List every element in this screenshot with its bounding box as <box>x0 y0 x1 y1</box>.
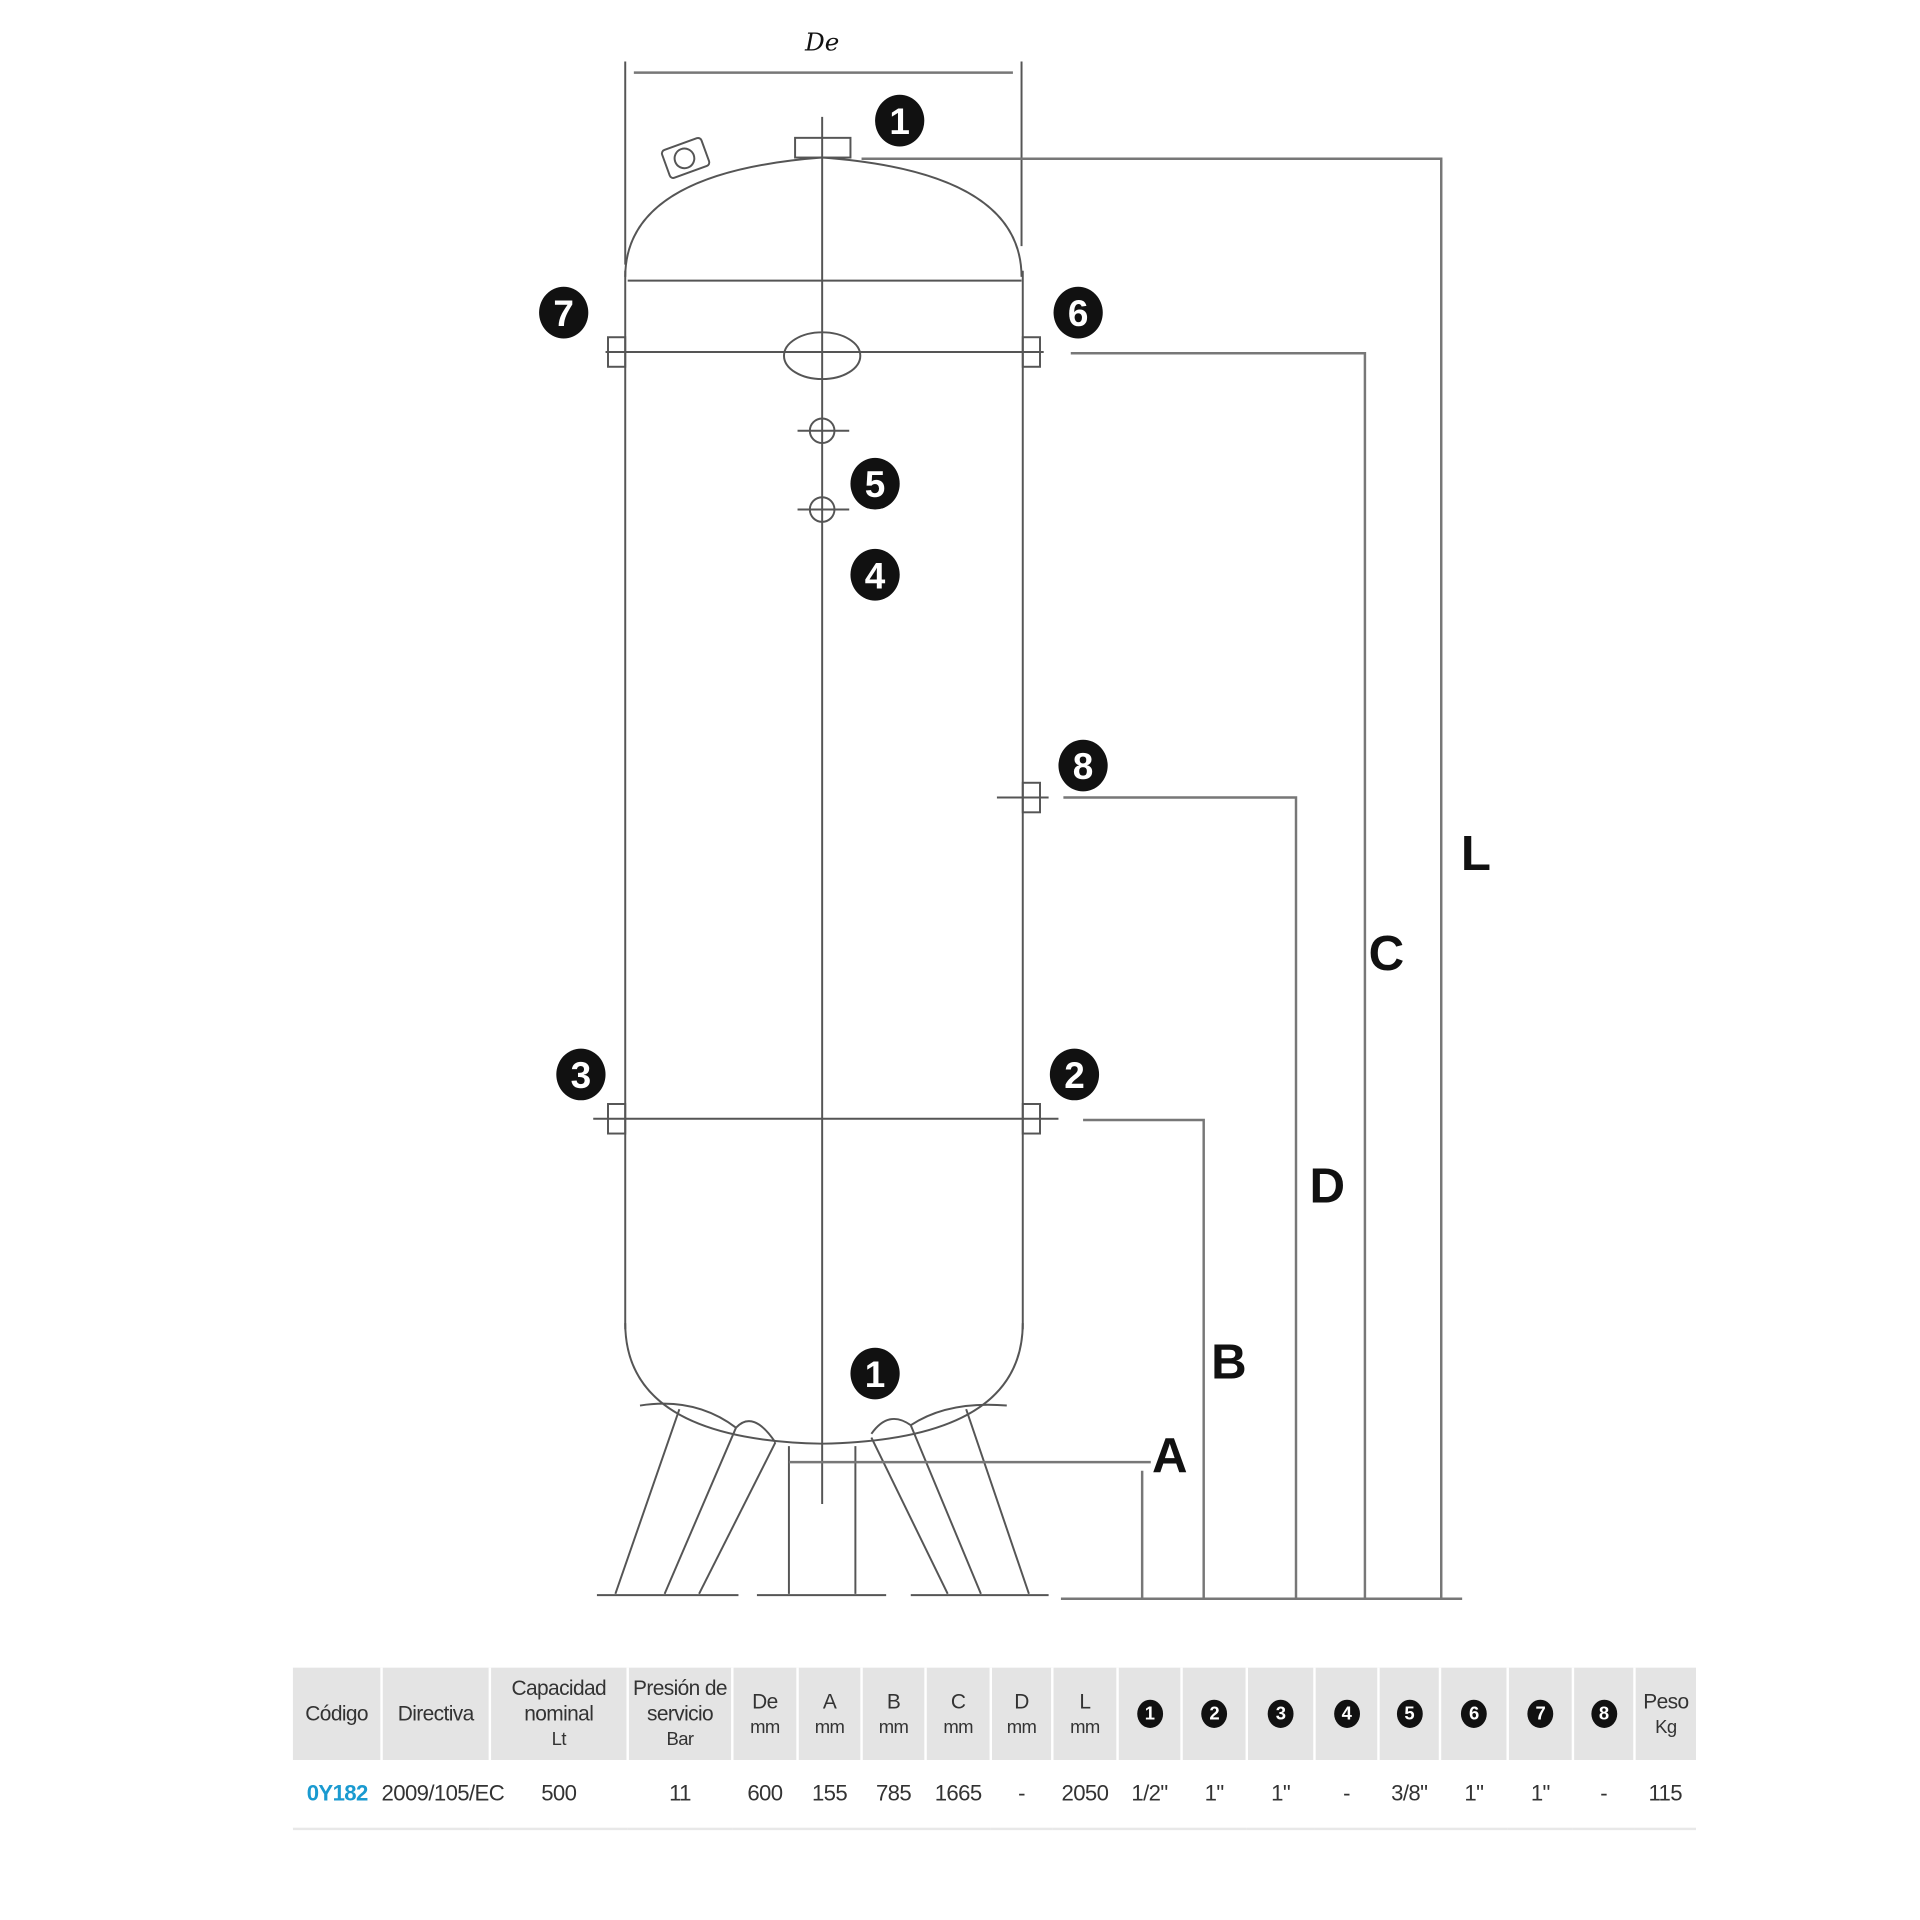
table-cell: 1" <box>1507 1760 1573 1831</box>
callout-4-icon: 4 <box>1333 1699 1360 1729</box>
dimension-de: De <box>624 27 1023 265</box>
table-cell: 1" <box>1181 1760 1247 1831</box>
callout-1-icon: 1 <box>1136 1699 1163 1729</box>
table-cell: 1665 <box>925 1760 991 1831</box>
tank-diagram: De <box>539 27 1491 1601</box>
column-title: Código <box>305 1702 368 1726</box>
table-cell: 11 <box>627 1760 733 1831</box>
column-title: D <box>1014 1689 1029 1713</box>
tank-legs <box>596 1402 1049 1597</box>
label-c: C <box>1369 926 1405 981</box>
callout-6: 6 <box>1053 286 1103 339</box>
callout-7: 7 <box>539 286 589 339</box>
column-header: 8 <box>1571 1667 1635 1761</box>
column-title: Directiva <box>397 1702 474 1726</box>
table-cell: 600 <box>732 1760 798 1831</box>
svg-text:3: 3 <box>571 1055 592 1096</box>
label-b: B <box>1211 1334 1247 1389</box>
table-cell: 1" <box>1246 1760 1315 1831</box>
column-unit: Bar <box>666 1729 695 1751</box>
label-l: L <box>1461 826 1491 881</box>
column-title: C <box>950 1689 966 1713</box>
column-title: Capacidad nominal <box>511 1676 607 1726</box>
column-unit: mm <box>878 1716 909 1738</box>
column-header: Directiva <box>380 1667 490 1761</box>
column-title: B <box>886 1689 901 1713</box>
svg-text:4: 4 <box>865 555 886 596</box>
callout-4: 4 <box>850 548 900 601</box>
column-header: De mm <box>731 1667 798 1761</box>
column-header: 1 <box>1116 1667 1182 1761</box>
column-header: 7 <box>1506 1667 1573 1761</box>
column-unit: mm <box>814 1716 845 1738</box>
callout-8: 8 <box>1058 739 1108 792</box>
table-cell: 785 <box>861 1760 926 1831</box>
column-title: Presión de servicio <box>633 1676 728 1726</box>
callout-1-bottom: 1 <box>850 1347 900 1400</box>
column-title: A <box>822 1689 837 1713</box>
table-cell: 155 <box>797 1760 862 1831</box>
table-cell: 1" <box>1440 1760 1508 1831</box>
column-title: De <box>752 1689 778 1713</box>
table-cell: 115 <box>1634 1760 1697 1831</box>
table-cell: - <box>1572 1760 1635 1831</box>
table-cell: 1/2" <box>1117 1760 1182 1831</box>
column-unit: mm <box>750 1716 780 1738</box>
column-title: Peso <box>1643 1689 1689 1713</box>
callout-2-icon: 2 <box>1201 1699 1228 1729</box>
product-code: 0Y182 <box>292 1760 382 1831</box>
callout-5-icon: 5 <box>1396 1699 1423 1729</box>
column-unit: mm <box>943 1716 973 1738</box>
tank-body <box>593 116 1059 1505</box>
column-unit: Lt <box>551 1729 567 1751</box>
column-header: Código <box>292 1667 382 1761</box>
callout-5: 5 <box>850 457 900 510</box>
table-cell: 2009/105/EC <box>381 1760 505 1831</box>
column-header: 3 <box>1245 1667 1315 1761</box>
table-cell: - <box>1314 1760 1379 1831</box>
column-header: 4 <box>1313 1667 1379 1761</box>
column-unit: mm <box>1006 1716 1037 1738</box>
callout-1-top: 1 <box>875 94 925 147</box>
label-a: A <box>1152 1428 1188 1483</box>
svg-text:8: 8 <box>1073 746 1094 787</box>
callout-3-icon: 3 <box>1267 1699 1294 1729</box>
label-d: D <box>1310 1158 1346 1213</box>
column-unit: Kg <box>1655 1716 1677 1738</box>
dimension-lines: L C D B A <box>788 157 1491 1601</box>
callout-8-icon: 8 <box>1590 1699 1617 1729</box>
callout-6-icon: 6 <box>1460 1699 1487 1729</box>
svg-text:1: 1 <box>865 1354 886 1395</box>
table-cell: 3/8" <box>1378 1760 1441 1831</box>
svg-text:5: 5 <box>865 464 886 505</box>
table-cell: - <box>990 1760 1053 1831</box>
svg-text:6: 6 <box>1068 293 1089 334</box>
svg-text:1: 1 <box>889 101 910 142</box>
column-header: 6 <box>1438 1667 1508 1761</box>
label-de: De <box>804 27 839 56</box>
svg-text:2: 2 <box>1064 1055 1085 1096</box>
column-title: L <box>1079 1689 1091 1713</box>
column-unit: mm <box>1070 1716 1100 1738</box>
table-cell: 500 <box>489 1760 628 1831</box>
callout-2: 2 <box>1049 1048 1100 1101</box>
table-cell: 2050 <box>1052 1760 1118 1831</box>
column-header: 5 <box>1377 1667 1441 1761</box>
svg-text:7: 7 <box>553 293 574 334</box>
callout-3: 3 <box>556 1048 606 1101</box>
column-header: 2 <box>1180 1667 1247 1761</box>
callout-7-icon: 7 <box>1527 1699 1554 1729</box>
